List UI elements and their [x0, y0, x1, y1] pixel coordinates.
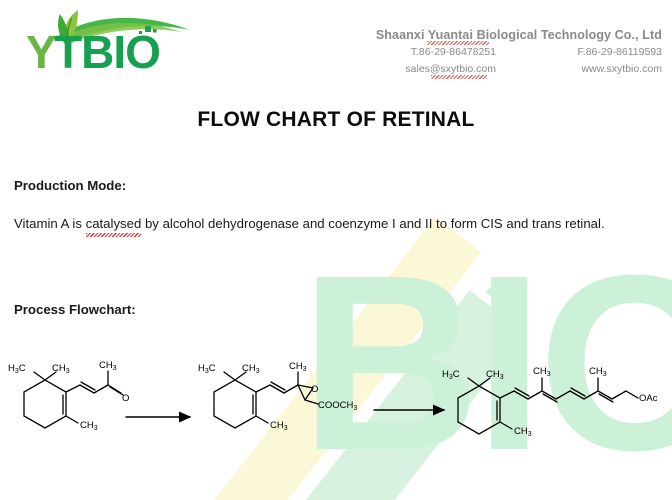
s2-label-ch3-epoxide: CH3 — [289, 361, 307, 373]
company-fax: F.86-29-86119593 — [577, 46, 662, 58]
reaction-scheme: H3C CH3 CH3 CH3 O H3C CH3 CH3 CH3 O COOC… — [0, 352, 672, 472]
s3-label-ch3-top: CH3 — [486, 369, 504, 381]
spellcheck-underline-word — [85, 233, 142, 237]
logo-swoosh-inner — [62, 22, 182, 44]
logo-svg: Y TBIO — [26, 10, 190, 78]
spellcheck-underline-company — [426, 41, 489, 45]
process-flowchart-heading: Process Flowchart: — [14, 302, 136, 317]
watermark-square-3 — [500, 305, 524, 329]
contact-row-web: sales@sxytbio.com www.sxytbio.com — [306, 61, 662, 79]
paragraph-text-after: by alcohol dehydrogenase and coenzyme I … — [141, 216, 605, 231]
logo-square-small-icon — [153, 29, 157, 33]
reaction-scheme-svg: H3C CH3 CH3 CH3 O H3C CH3 CH3 CH3 O COOC… — [8, 360, 658, 438]
s3-label-ch3-ring: CH3 — [514, 426, 532, 438]
s1-label-o: O — [122, 393, 129, 404]
s2-label-h3c: H3C — [198, 363, 216, 375]
s3-label-ch3-a: CH3 — [533, 366, 551, 378]
s1-label-ch3-chain: CH3 — [99, 360, 117, 372]
company-name: Shaanxi Yuantai Biological Technology Co… — [376, 28, 662, 45]
logo-leaf-vein — [66, 17, 73, 49]
production-mode-paragraph: Vitamin A is catalysed by alcohol dehydr… — [14, 208, 660, 239]
page-header: Y TBIO Shaanxi Yuantai Biological Techno… — [0, 0, 672, 92]
atom-labels: H3C CH3 CH3 CH3 O H3C CH3 CH3 CH3 O COOC… — [8, 360, 658, 438]
s2-label-ester: COOCH3 — [318, 400, 357, 412]
company-name-line: Shaanxi Yuantai Biological Technology Co… — [306, 26, 662, 45]
company-tel: T.86-29-86478251 — [410, 46, 496, 58]
s3-label-ch3-b: CH3 — [589, 366, 607, 378]
s1-label-ch3-ring: CH3 — [80, 420, 98, 432]
misspelled-word: catalysed — [85, 208, 142, 239]
s2-label-epoxide-o: O — [311, 384, 318, 395]
watermark-square-2 — [485, 286, 496, 297]
s2-label-ch3-top: CH3 — [242, 363, 260, 375]
company-website[interactable]: www.sxytbio.com — [581, 63, 662, 75]
spellcheck-underline-email — [431, 75, 488, 79]
s3-label-h3c: H3C — [442, 369, 460, 381]
page-title: FLOW CHART OF RETINAL — [197, 108, 475, 131]
s1-label-h3c: H3C — [8, 363, 26, 375]
s1-label-ch3-top: CH3 — [52, 363, 70, 375]
logo-letters-tbio: TBIO — [54, 26, 160, 78]
contact-row-phone: T.86-29-86478251 F.86-29-86119593 — [306, 44, 662, 61]
logo-letter-y: Y — [26, 26, 57, 78]
logo-leaf-lower — [58, 14, 69, 47]
s3-label-oac: OAc — [639, 393, 658, 404]
company-email-cell: sales@sxytbio.com — [320, 61, 502, 79]
watermark-square-1 — [494, 288, 513, 307]
logo-square-tiny-icon — [139, 31, 142, 34]
production-mode-heading: Production Mode: — [14, 178, 127, 193]
company-contact-block: Shaanxi Yuantai Biological Technology Co… — [306, 26, 662, 79]
structure-retinyl-acetate — [457, 377, 639, 435]
structure-beta-ionone — [23, 370, 124, 429]
company-logo: Y TBIO — [22, 6, 222, 86]
logo-square-large-icon — [145, 26, 151, 32]
paragraph-text-before: Vitamin A is — [14, 216, 86, 231]
s2-label-ch3-ring: CH3 — [270, 420, 288, 432]
misspelled-word-text: catalysed — [85, 216, 142, 231]
structure-glycidic-ester — [213, 371, 319, 429]
company-email[interactable]: sales@sxytbio.com — [405, 61, 496, 79]
logo-swoosh — [58, 17, 190, 42]
